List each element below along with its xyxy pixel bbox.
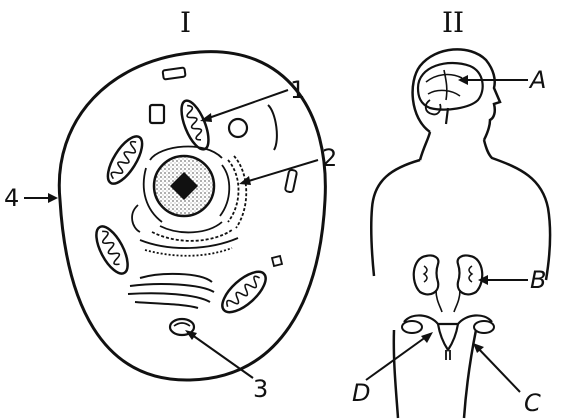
cell-label-4: 4 (4, 184, 19, 212)
ovary-right (474, 321, 494, 333)
brain (418, 63, 483, 124)
vacuole-top (163, 68, 186, 80)
cell-label-2: 2 (322, 144, 337, 172)
mitochondrion-lower-left (90, 222, 134, 278)
reproductive-system (402, 315, 494, 360)
cell-panel: I (4, 6, 337, 403)
vesicle-round (229, 119, 247, 137)
leader-arrow-2 (239, 176, 251, 185)
human-panel-title: II (442, 6, 464, 39)
leader-line-3 (188, 332, 253, 378)
kidney-left (414, 255, 439, 294)
leader-arrow-4 (48, 193, 58, 203)
ureters (436, 290, 460, 312)
mitochondrion-lower-right (216, 265, 272, 319)
small-body (272, 256, 282, 266)
cell-label-3: 3 (253, 375, 268, 403)
human-label-d: D (352, 379, 370, 407)
vacuole-right (285, 169, 297, 192)
leader-line-c (476, 346, 520, 392)
leader-arrow-d (421, 332, 433, 343)
er-fragment-right (268, 105, 277, 150)
golgi-apparatus (128, 274, 214, 308)
mitochondrion-left (101, 131, 148, 188)
human-label-b: B (530, 266, 546, 294)
lysosome (150, 105, 164, 123)
leader-line-1 (203, 90, 288, 120)
leader-line-d (366, 334, 430, 380)
ovary-left (402, 321, 422, 333)
nucleus (154, 156, 214, 216)
human-panel: II A B (352, 6, 550, 418)
human-label-a: A (528, 66, 546, 94)
uterus (438, 324, 458, 350)
mitochondrion-upper (176, 97, 214, 153)
kidney-right (458, 255, 483, 294)
cell-label-1: 1 (290, 76, 305, 104)
cell-panel-title: I (180, 6, 191, 39)
human-label-c: C (524, 389, 541, 417)
leader-line-2 (242, 160, 318, 183)
